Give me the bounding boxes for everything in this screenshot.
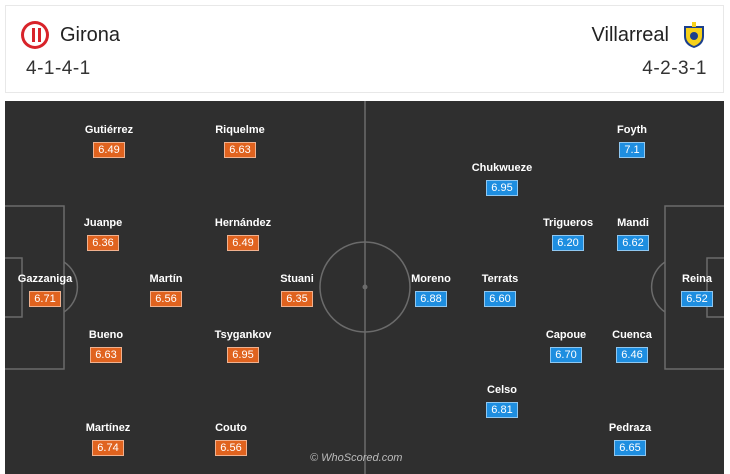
player-name: Reina [682,273,712,285]
player-rating: 6.20 [552,235,584,251]
watermark: © WhoScored.com [310,452,403,464]
player-name: Pedraza [608,422,652,434]
away-player[interactable]: Terrats 6.60 [455,273,545,307]
player-rating: 6.49 [227,235,259,251]
villarreal-badge-icon [684,22,704,48]
away-player[interactable]: Celso 6.81 [457,384,547,418]
home-player[interactable]: Tsygankov 6.95 [198,329,288,363]
player-name: Chukwueze [471,162,533,174]
player-name: Riquelme [215,124,265,136]
player-rating: 6.65 [614,440,646,456]
player-rating: 7.1 [619,142,645,158]
player-name: Gutiérrez [84,124,134,136]
player-name: Capoue [545,329,587,341]
player-rating: 6.95 [227,347,259,363]
away-player[interactable]: Chukwueze 6.95 [457,162,547,196]
player-rating: 6.35 [281,291,313,307]
home-player[interactable]: Couto 6.56 [186,422,276,456]
pitch-markings [5,101,724,474]
player-name: Tsygankov [214,329,272,341]
player-rating: 6.52 [681,291,713,307]
player-name: Couto [215,422,247,434]
home-player[interactable]: Stuani 6.35 [252,273,342,307]
away-player[interactable]: Reina 6.52 [652,273,724,307]
player-name: Celso [487,384,517,396]
player-rating: 6.63 [224,142,256,158]
home-player[interactable]: Gazzaniga 6.71 [5,273,90,307]
home-player[interactable]: Martínez 6.74 [63,422,153,456]
match-header: Girona 4-1-4-1 Villarreal 4-2-3-1 [5,5,724,93]
player-name: Cuenca [612,329,652,341]
player-name: Martínez [85,422,131,434]
away-player[interactable]: Moreno 6.88 [386,273,476,307]
player-rating: 6.71 [29,291,61,307]
player-rating: 6.49 [93,142,125,158]
player-rating: 6.46 [616,347,648,363]
away-player[interactable]: Mandi 6.62 [588,217,678,251]
player-rating: 6.63 [90,347,122,363]
player-name: Trigueros [542,217,594,229]
player-name: Mandi [617,217,649,229]
player-name: Gazzaniga [17,273,73,285]
player-name: Moreno [411,273,451,285]
player-rating: 6.74 [92,440,124,456]
home-player[interactable]: Gutiérrez 6.49 [64,124,154,158]
player-rating: 6.95 [486,180,518,196]
girona-badge-icon [21,21,49,49]
player-rating: 6.36 [87,235,119,251]
away-formation: 4-2-3-1 [642,58,707,79]
home-player[interactable]: Juanpe 6.36 [58,217,148,251]
player-name: Juanpe [83,217,123,229]
player-rating: 6.60 [484,291,516,307]
home-player[interactable]: Hernández 6.49 [198,217,288,251]
player-rating: 6.88 [415,291,447,307]
away-team-name: Villarreal [591,23,669,46]
player-name: Hernández [214,217,272,229]
player-name: Foyth [617,124,647,136]
player-name: Stuani [280,273,314,285]
pitch: Gutiérrez 6.49 Riquelme 6.63 Juanpe 6.36… [5,101,724,474]
home-team[interactable]: Girona [20,20,120,50]
player-rating: 6.56 [150,291,182,307]
player-rating: 6.81 [486,402,518,418]
away-player[interactable]: Pedraza 6.65 [585,422,675,456]
player-rating: 6.62 [617,235,649,251]
away-player[interactable]: Capoue 6.70 [521,329,611,363]
home-formation: 4-1-4-1 [26,58,91,79]
away-player[interactable]: Cuenca 6.46 [587,329,677,363]
player-name: Bueno [88,329,124,341]
home-team-name: Girona [60,23,121,46]
player-rating: 6.56 [215,440,247,456]
player-rating: 6.70 [550,347,582,363]
player-name: Terrats [481,273,519,285]
home-player[interactable]: Bueno 6.63 [61,329,151,363]
away-player[interactable]: Foyth 7.1 [587,124,677,158]
player-name: Martín [149,273,183,285]
away-team[interactable]: Villarreal [592,20,709,50]
home-player[interactable]: Martín 6.56 [121,273,211,307]
away-player[interactable]: Trigueros 6.20 [523,217,613,251]
home-player[interactable]: Riquelme 6.63 [195,124,285,158]
